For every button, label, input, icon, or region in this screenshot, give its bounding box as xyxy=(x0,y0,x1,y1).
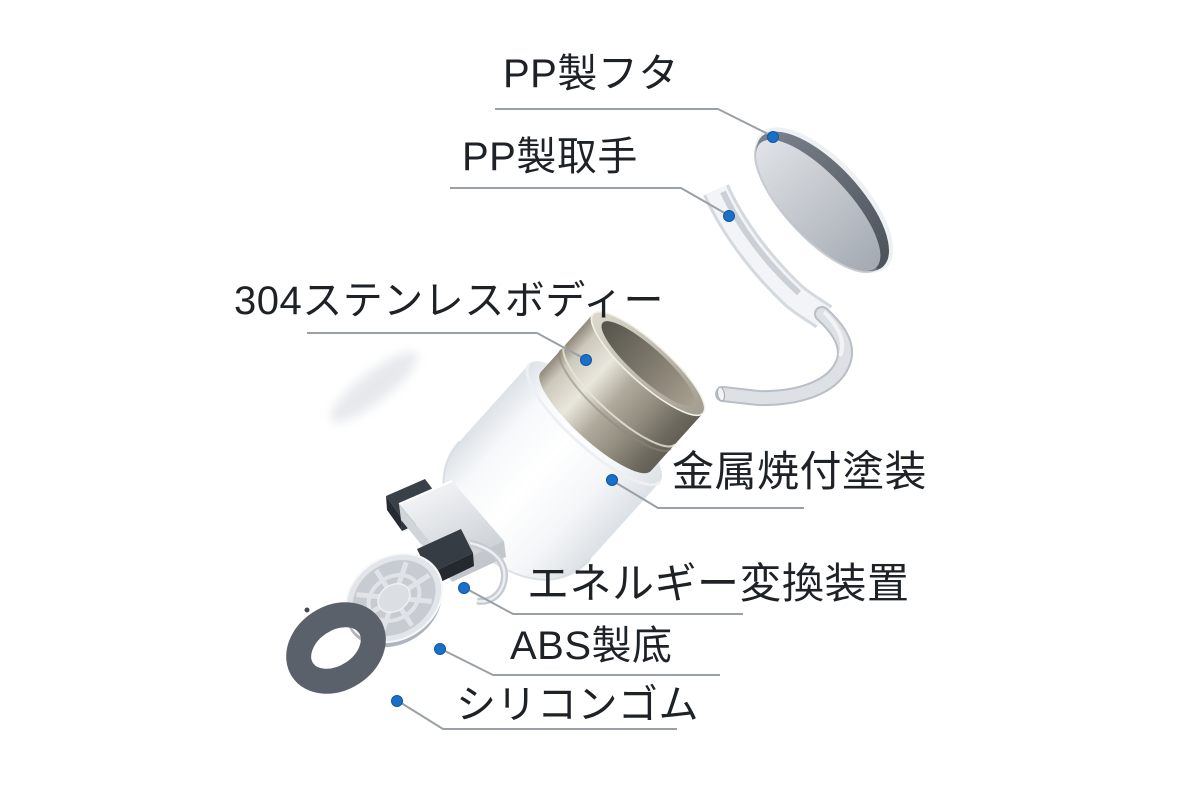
marker-dot xyxy=(606,474,618,486)
marker-dot xyxy=(767,131,779,143)
energy-converter-graphic xyxy=(386,479,508,605)
handle-tube-end xyxy=(716,386,726,402)
label-abs-base: ABS製底 xyxy=(510,624,673,668)
mug-body-graphic xyxy=(442,311,706,581)
marker-dots xyxy=(391,131,779,707)
marker-dot xyxy=(458,582,470,594)
mug-shadow xyxy=(330,351,418,423)
label-energy-unit: エネルギー変換装置 xyxy=(527,560,910,607)
leader-lines xyxy=(307,108,804,730)
leader-coating xyxy=(612,480,804,509)
leader-energy-unit xyxy=(464,587,743,615)
label-stainless-body: 304ステンレスボディー xyxy=(234,279,664,323)
leader-pp-handle xyxy=(450,187,729,216)
marker-dot xyxy=(391,695,403,707)
label-pp-handle: PP製取手 xyxy=(462,135,638,179)
leader-stainless-body xyxy=(307,332,586,360)
label-metal-coating: 金属焼付塗装 xyxy=(672,448,928,495)
pp-lid-graphic xyxy=(754,127,894,274)
marker-dot xyxy=(580,354,592,366)
leader-pp-lid xyxy=(495,108,773,137)
collar-lip xyxy=(525,363,662,487)
label-silicone-rubber: シリコンゴム xyxy=(456,683,699,727)
leader-abs-base xyxy=(440,648,720,676)
label-pp-lid: PP製フタ xyxy=(503,52,679,96)
stainless-rim xyxy=(539,311,706,474)
silicone-ring-graphic xyxy=(286,602,386,694)
leader-silicone xyxy=(397,700,677,730)
silicone-ring-hole xyxy=(304,607,310,613)
marker-dot xyxy=(434,643,446,655)
marker-dot xyxy=(723,210,735,222)
